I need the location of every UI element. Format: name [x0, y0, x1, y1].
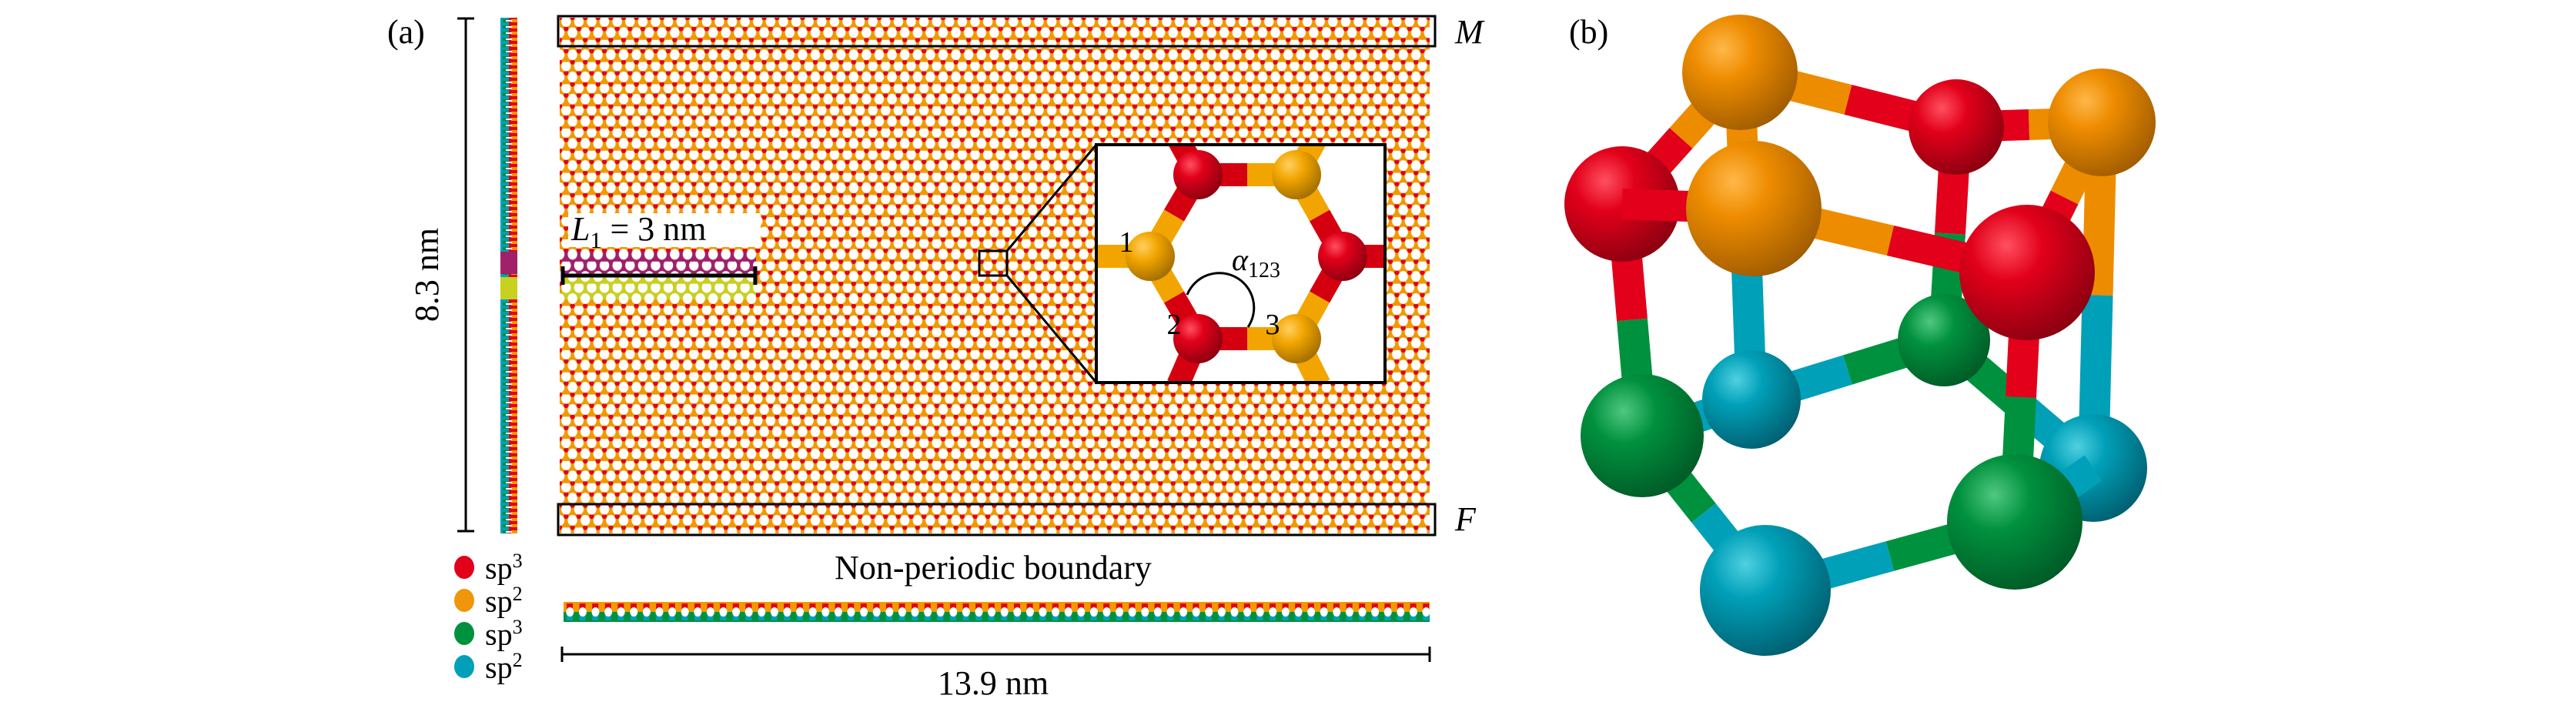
atom-G1: [1898, 294, 1990, 386]
angle-label: α123: [1232, 245, 1280, 282]
legend-dot-sp3-bottom: [454, 622, 474, 645]
angle-symbol: α: [1232, 242, 1248, 277]
legend-dot-sp2-top: [454, 589, 474, 612]
inset-atom-3: [1272, 314, 1321, 363]
l1-region-top: [562, 252, 756, 274]
atom-O1: [1682, 15, 1798, 130]
l1-value: = 3 nm: [601, 210, 707, 248]
angle-subscript: 123: [1248, 259, 1280, 282]
l1-label-bg: [568, 213, 761, 247]
l1-subscript: 1: [590, 227, 602, 253]
boundary-label: Non-periodic boundary: [835, 549, 1152, 587]
legend-dots: [454, 556, 474, 678]
l1-symbol: L: [571, 210, 590, 248]
legend-label: sp: [485, 650, 513, 685]
angle-arc: [1186, 272, 1256, 328]
atom-O2: [2048, 69, 2156, 176]
atom-R3: [1959, 205, 2095, 340]
legend-item: sp3: [485, 551, 523, 583]
m-region-box: [557, 15, 1437, 48]
legend-sup: 3: [512, 616, 523, 638]
legend-dot-sp2-bottom: [454, 655, 474, 678]
legend-item: sp2: [485, 584, 523, 617]
legend-sup: 3: [512, 550, 523, 572]
f-region-box: [557, 503, 1437, 537]
atom-T1: [1702, 350, 1801, 449]
legend-sup: 2: [512, 583, 523, 605]
height-scale-bar: [457, 17, 474, 533]
inset-atom-3-label: 3: [1265, 309, 1280, 341]
atom-O3: [1686, 141, 1822, 276]
legend-item: sp3: [485, 617, 523, 650]
inset-atom-2-label: 2: [1166, 309, 1182, 341]
callout-line: [1005, 275, 1098, 383]
bottom-view-strip: [564, 602, 1430, 622]
l1-region-bottom: [562, 277, 756, 299]
panel-a-label: (a): [387, 13, 425, 51]
legend-label: sp: [485, 550, 513, 586]
width-scale-bar: [560, 647, 1431, 662]
bond-R2-O3: [1621, 189, 1689, 222]
side-view-strip: [500, 18, 517, 533]
atom-R1: [1909, 79, 2004, 175]
bilayer-unit-cell-3d: [1564, 15, 2156, 656]
inset-atom-1: [1126, 232, 1175, 281]
callout-line: [1005, 144, 1098, 252]
legend-dot-sp3-top: [454, 556, 474, 579]
legend-label: sp: [485, 583, 513, 619]
inset-atom-1-label: 1: [1119, 226, 1134, 259]
legend-label: sp: [485, 617, 513, 652]
zoom-region-box: [978, 249, 1009, 277]
legend-item: sp2: [485, 650, 523, 683]
atom-G2: [1581, 374, 1704, 497]
l1-scale-bar: [560, 266, 758, 285]
atom-T3: [1700, 525, 1831, 656]
inset-atom-2: [1173, 314, 1223, 363]
height-label: 8.3 nm: [408, 227, 446, 323]
inset-hexagon: [1095, 143, 1387, 384]
legend-sup: 2: [512, 649, 523, 671]
f-region-label: F: [1455, 500, 1476, 538]
width-label: 13.9 nm: [937, 664, 1049, 702]
panel-b-label: (b): [1569, 13, 1609, 51]
atom-G3: [1947, 454, 2083, 590]
l1-label: L1 = 3 nm: [571, 212, 707, 252]
m-region-label: M: [1455, 13, 1484, 51]
